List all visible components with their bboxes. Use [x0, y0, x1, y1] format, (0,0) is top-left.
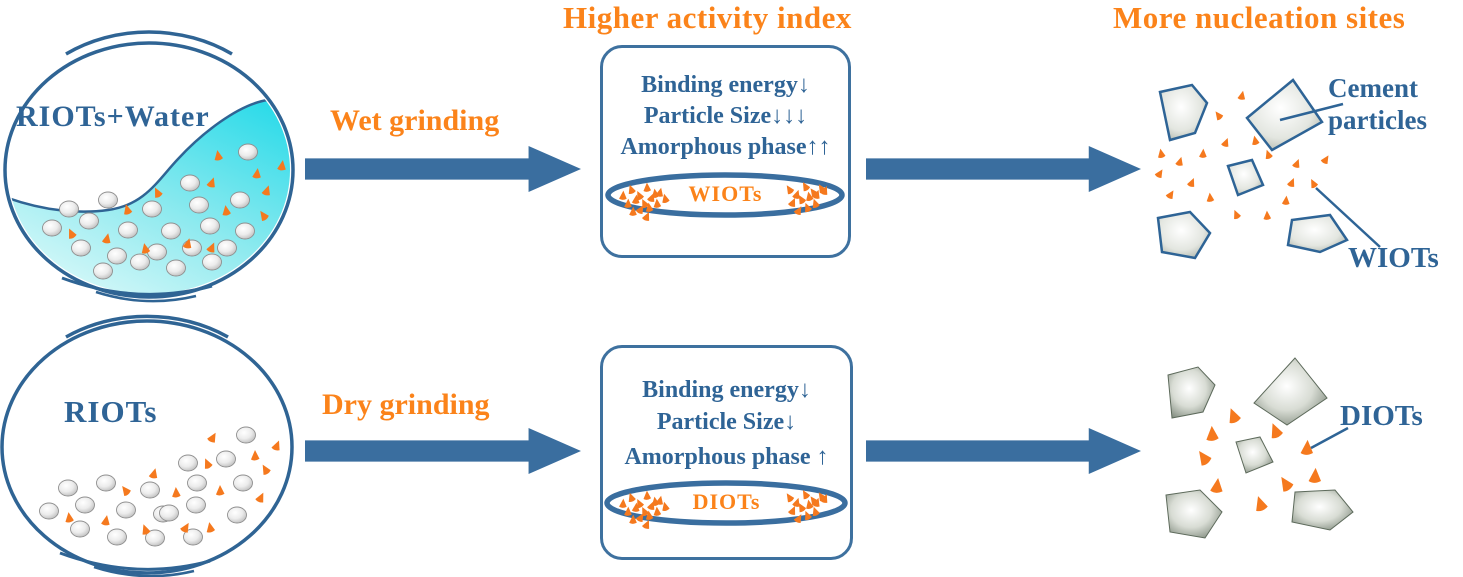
cement-particle-shape	[1158, 83, 1209, 142]
binding-energy-line: Binding energy↓	[642, 377, 811, 403]
diots-particle-clusters	[619, 490, 828, 529]
amorphous-phase-line: Amorphous phase ↑	[624, 444, 829, 470]
dry-result-arrow	[866, 428, 1141, 474]
wiots-cement-cluster	[1154, 78, 1381, 260]
wiots-property-box: Binding energy↓ Particle Size↓↓↓ Amorpho…	[600, 45, 851, 258]
nucleation-sites-title: More nucleation sites	[1113, 0, 1406, 35]
activity-index-title: Higher activity index	[563, 0, 852, 35]
particle-size-line: Particle Size↓↓↓	[643, 103, 808, 129]
dish-bottom-arc-2	[93, 565, 195, 577]
cement-leader-line	[1279, 102, 1344, 122]
amorphous-phase-line: Amorphous phase↑↑	[620, 134, 831, 160]
cement-particle-shape	[1286, 213, 1349, 254]
cement-particle-shape	[1226, 158, 1265, 197]
diots-leader-line	[1310, 426, 1349, 450]
wiots-leader-line	[1315, 187, 1381, 248]
wiots-label: WIOTs	[688, 181, 763, 206]
wiots-dots	[1154, 90, 1329, 220]
diots-ellipse	[604, 480, 848, 529]
cement-particle-shape	[1156, 210, 1212, 260]
cement-particle-shape	[1291, 489, 1354, 531]
dish-rim	[3, 41, 295, 299]
cement-particle-shape	[1167, 366, 1216, 419]
riots-particles	[39, 426, 280, 547]
diots-property-box: Binding energy↓ Particle Size↓ Amorphous…	[600, 345, 853, 560]
diots-cement-cluster	[1165, 357, 1354, 539]
wet-result-arrow	[866, 146, 1141, 192]
dish-bottom-arc	[61, 276, 213, 296]
particle-size-line: Particle Size↓	[656, 409, 797, 435]
diots-cluster-label: DIOTs	[1340, 400, 1423, 432]
dry-dish-illustration	[0, 314, 294, 577]
cement-particle-shape	[1245, 78, 1324, 152]
wet-grinding-label: Wet grinding	[330, 104, 500, 137]
wet-dish-label: RIOTs+Water	[16, 100, 210, 133]
dish-bottom-arc-2	[95, 290, 197, 303]
cement-particle-shape	[1253, 357, 1328, 426]
cement-particle-shape	[1165, 489, 1223, 539]
dry-dish-label: RIOTs	[64, 394, 158, 429]
binding-energy-line: Binding energy↓	[641, 72, 810, 98]
wet-grinding-arrow	[305, 146, 581, 192]
diots-label: DIOTs	[692, 489, 761, 514]
wiots-cluster-label: WIOTs	[1348, 242, 1439, 274]
dish-rim	[0, 319, 294, 575]
wiots-particle-clusters	[619, 182, 828, 221]
cement-particles-label: Cement particles	[1328, 73, 1427, 135]
dish-bottom-arc	[59, 551, 211, 571]
wet-dish-illustration	[3, 30, 295, 303]
diots-dots	[1199, 408, 1321, 512]
dry-grinding-arrow	[305, 428, 581, 474]
riots-water-particles	[42, 143, 286, 280]
cement-particle-shape	[1235, 436, 1274, 474]
dish-top-arc	[65, 314, 229, 339]
dry-grinding-label: Dry grinding	[322, 388, 490, 421]
wiots-ellipse	[605, 172, 845, 221]
dish-top-arc	[65, 30, 233, 56]
